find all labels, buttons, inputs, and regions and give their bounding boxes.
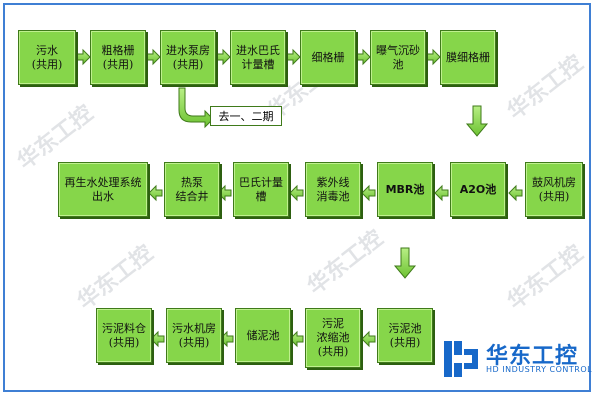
node-sludge-thickener: 污泥 浓缩池 (共用)	[305, 308, 361, 368]
node-sludge-tank: 污泥池 (共用)	[377, 308, 433, 363]
node-a2o: A2O池	[450, 162, 506, 217]
node-grit-chamber: 曝气沉砂 池	[370, 30, 426, 85]
node-sludge-silo: 污泥料仓 (共用)	[96, 308, 152, 363]
arrow-left	[217, 184, 232, 202]
node-sewage: 污水 (共用)	[18, 30, 76, 85]
arrow-left	[150, 330, 165, 348]
arrow-right	[216, 48, 231, 66]
node-fine-screen: 细格栅	[300, 30, 356, 85]
node-blower-room: 鼓风机房 (共用)	[525, 162, 583, 217]
logo-name: 华东工控	[486, 344, 579, 369]
arrow-right	[356, 48, 371, 66]
arrow-left	[508, 184, 523, 202]
branch-note: 去一、二期	[210, 106, 282, 126]
node-mbr: MBR池	[377, 162, 433, 217]
node-sludge-storage: 储泥池	[235, 308, 291, 363]
branch-arrow	[178, 87, 214, 129]
node-sewage-machine-room: 污水机房 (共用)	[166, 308, 222, 363]
arrow-right	[286, 48, 301, 66]
arrow-left	[434, 184, 449, 202]
node-heat-pump-well: 热泵 结合井	[164, 162, 220, 217]
node-coarse-screen: 粗格栅 (共用)	[90, 30, 146, 85]
arrow-right	[76, 48, 91, 66]
arrow-left	[361, 184, 376, 202]
node-parshall-flume-in: 进水巴氏 计量槽	[230, 30, 286, 85]
arrow-right	[146, 48, 161, 66]
arrow-left	[219, 330, 234, 348]
arrow-left	[361, 330, 376, 348]
company-logo: 华东工控 HD INDUSTRY CONTROL	[440, 334, 593, 384]
arrow-left	[289, 184, 304, 202]
logo-mark-icon	[444, 341, 478, 377]
arrow-right	[426, 48, 441, 66]
arrow-down	[465, 105, 489, 137]
node-intake-pump: 进水泵房 (共用)	[160, 30, 216, 85]
arrow-left	[289, 330, 304, 348]
logo-subtitle: HD INDUSTRY CONTROL	[486, 365, 593, 374]
arrow-down	[393, 247, 417, 279]
node-reclaimed-outlet: 再生水处理系统 出水	[58, 162, 148, 217]
arrow-left	[148, 184, 163, 202]
node-membrane-screen: 膜细格栅	[440, 30, 496, 85]
node-uv-disinfection: 紫外线 消毒池	[305, 162, 361, 217]
node-parshall-flume-out: 巴氏计量 槽	[233, 162, 289, 217]
